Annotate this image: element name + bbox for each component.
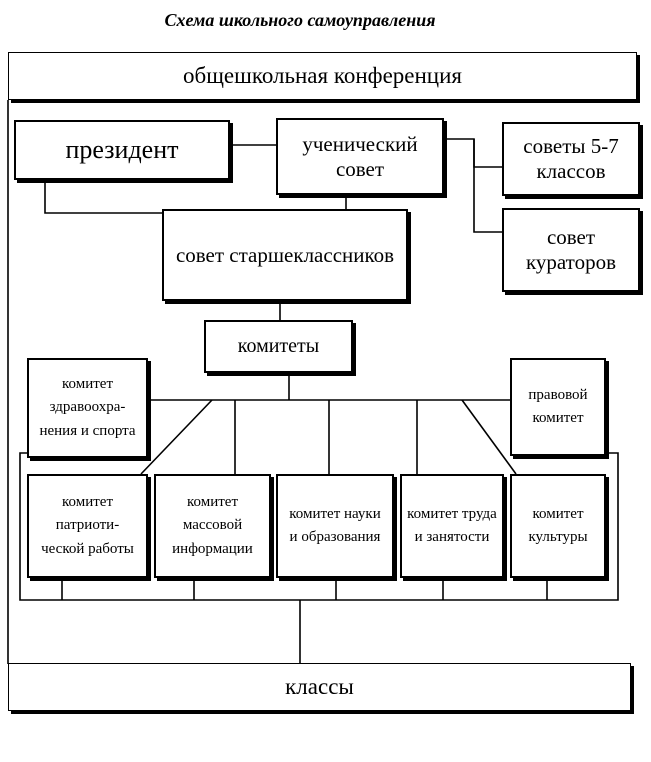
president-label: президент (65, 134, 179, 164)
classes-box: классы (8, 663, 631, 711)
student-council-box: ученический совет (276, 118, 444, 195)
councils-5-7-label: советы 5-7 классов (523, 134, 619, 183)
committees-label: комитеты (237, 334, 320, 357)
conference-label: общешкольная конференция (183, 63, 462, 89)
conference-box: общешкольная конференция (8, 52, 637, 100)
curators-council-label: совет кураторов (526, 225, 616, 274)
councils-5-7-box: советы 5-7 классов (502, 122, 640, 196)
president-box: президент (14, 120, 230, 180)
senior-council-label: совет старшеклассников (175, 242, 395, 267)
diagram-title: Схема школьного самоуправления (164, 10, 436, 30)
student-council-label: ученический совет (302, 131, 418, 181)
culture-committee-label: комитет культуры (528, 505, 588, 545)
labor-employment-committee-box: комитет труда и занятости (400, 474, 504, 578)
science-education-committee-box: комитет науки и образования (276, 474, 394, 578)
classes-label: классы (285, 674, 354, 700)
health-sport-committee-box: комитет здравоохра-нения и спорта (27, 358, 148, 458)
mass-media-committee-box: комитет массовой информации (154, 474, 271, 578)
labor-employment-committee-label: комитет труда и занятости (407, 505, 497, 545)
legal-committee-box: правовой комитет (510, 358, 606, 456)
committees-box: комитеты (204, 320, 353, 373)
patriotic-committee-box: комитет патриоти-ческой работы (27, 474, 148, 578)
mass-media-committee-label: комитет массовой информации (172, 494, 253, 557)
health-sport-committee-label: комитет здравоохра-нения и спорта (39, 376, 136, 439)
culture-committee-box: комитет культуры (510, 474, 606, 578)
legal-committee-label: правовой комитет (528, 386, 588, 426)
senior-council-box: совет старшеклассников (162, 209, 408, 301)
curators-council-box: совет кураторов (502, 208, 640, 292)
patriotic-committee-label: комитет патриоти-ческой работы (41, 494, 134, 557)
science-education-committee-label: комитет науки и образования (289, 505, 381, 545)
